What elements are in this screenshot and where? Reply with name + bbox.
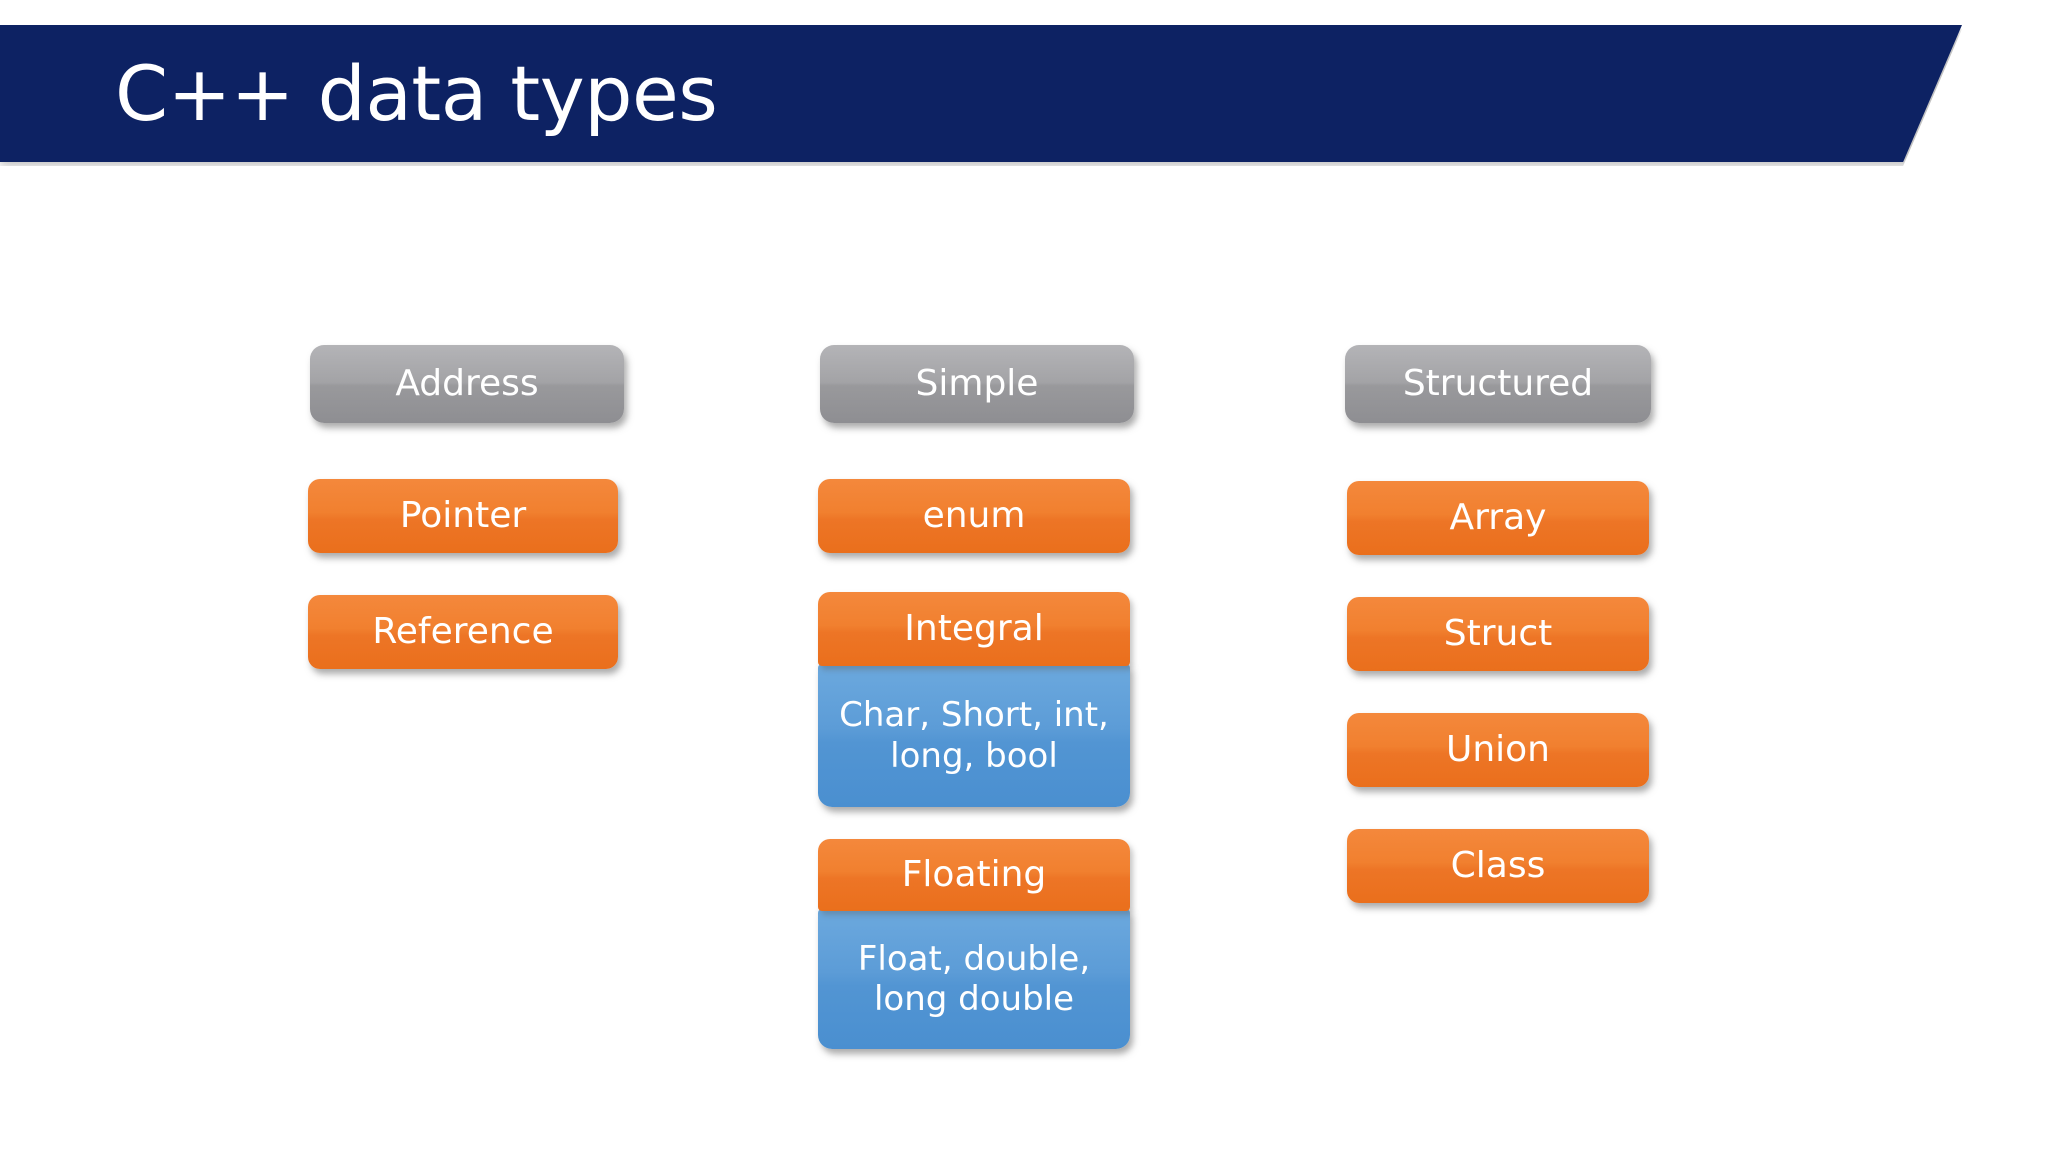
node-floating[interactable]: Floating — [818, 839, 1130, 911]
node-floating-detail[interactable]: Float, double, long double — [818, 909, 1130, 1049]
page-title: C++ data types — [115, 48, 718, 138]
node-pointer[interactable]: Pointer — [308, 479, 618, 553]
node-integral[interactable]: Integral — [818, 592, 1130, 666]
column-header-structured[interactable]: Structured — [1345, 345, 1651, 423]
node-array[interactable]: Array — [1347, 481, 1649, 555]
title-banner: C++ data types — [0, 25, 1962, 166]
banner-shape — [0, 25, 1962, 162]
node-reference[interactable]: Reference — [308, 595, 618, 669]
node-class[interactable]: Class — [1347, 829, 1649, 903]
node-struct[interactable]: Struct — [1347, 597, 1649, 671]
column-header-address[interactable]: Address — [310, 345, 624, 423]
column-header-simple[interactable]: Simple — [820, 345, 1134, 423]
node-integral-detail[interactable]: Char, Short, int, long, bool — [818, 664, 1130, 807]
node-enum[interactable]: enum — [818, 479, 1130, 553]
node-union[interactable]: Union — [1347, 713, 1649, 787]
